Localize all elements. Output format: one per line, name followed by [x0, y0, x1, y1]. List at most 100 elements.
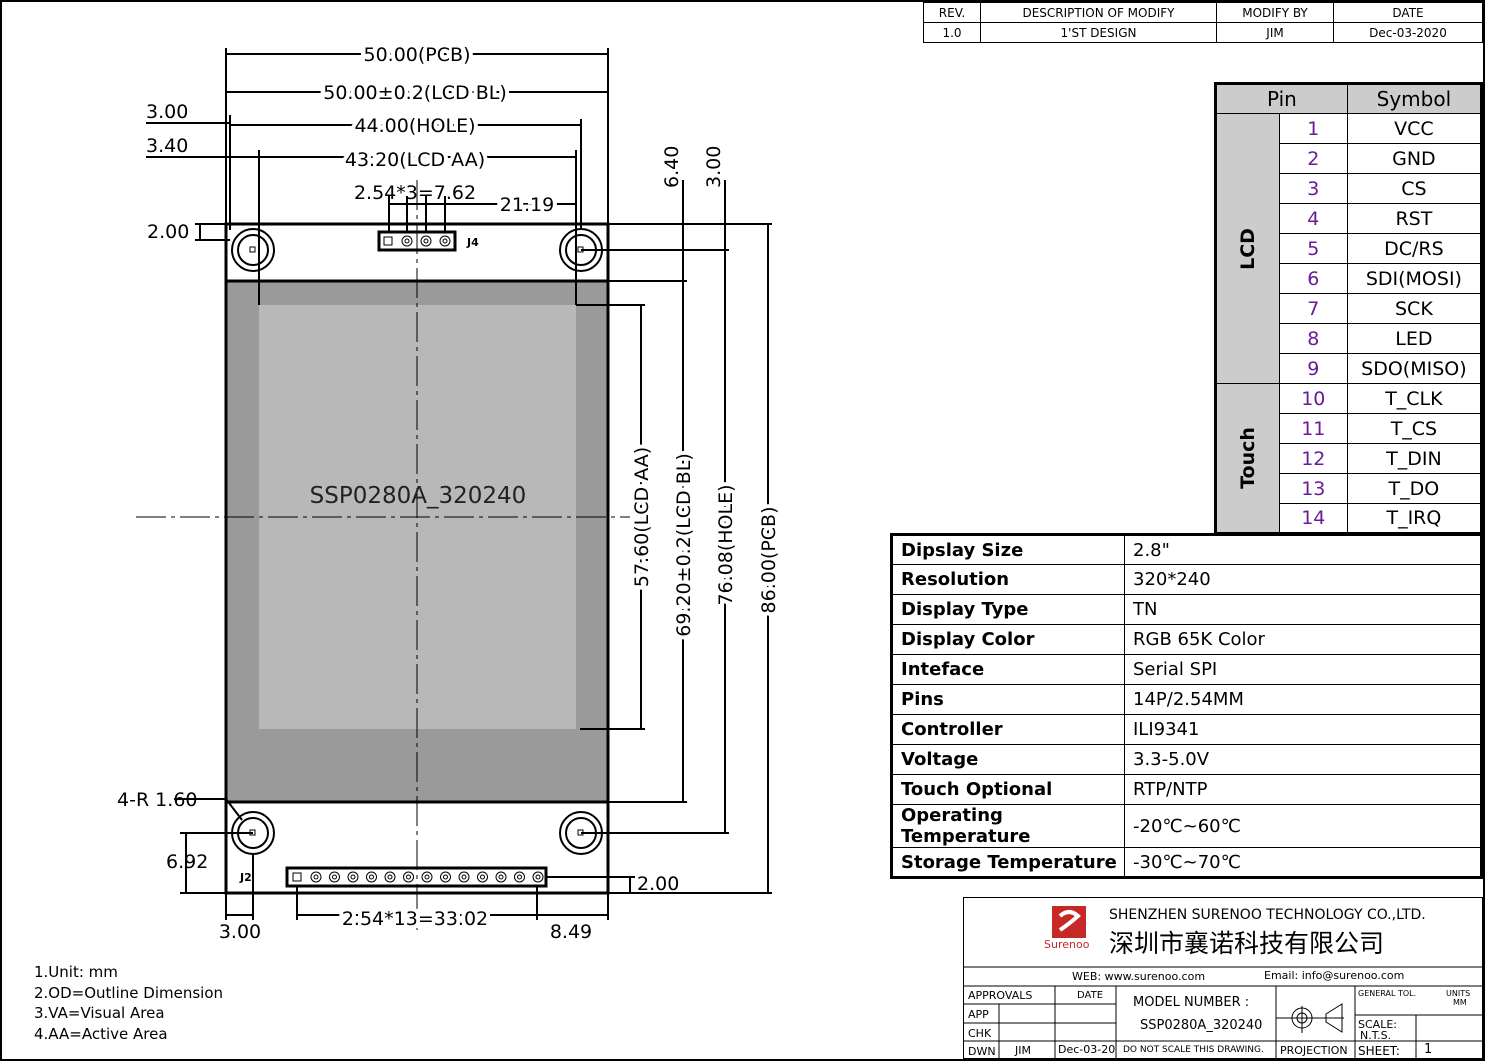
pin-number: 1 [1278, 113, 1348, 144]
email-link[interactable]: Email: info@surenoo.com [1264, 969, 1405, 982]
note: 2.OD=Outline Dimension [34, 983, 224, 1002]
rev-value: 1.0 [923, 22, 981, 43]
pin-number: 13 [1278, 473, 1348, 504]
j2-pin [532, 871, 544, 883]
units-label: UNITS [1446, 989, 1471, 998]
company-name-en: SHENZHEN SURENOO TECHNOLOGY CO.,LTD. [1109, 907, 1426, 923]
spec-label: Touch Optional [891, 774, 1125, 805]
no-scale-note: DO NOT SCALE THIS DRAWING. [1123, 1045, 1264, 1055]
spec-value: RTP/NTP [1124, 774, 1482, 805]
pin-number: 9 [1278, 353, 1348, 384]
dim-pcb-width: 50.00(PCB) [364, 44, 471, 66]
j2-pin [403, 871, 414, 883]
spec-value: RGB 65K Color [1124, 624, 1482, 655]
desc-value: 1'ST DESIGN [980, 22, 1217, 43]
j2-pin [369, 874, 374, 880]
date-header: DATE [1333, 2, 1483, 23]
pin-symbol: RST [1346, 203, 1483, 234]
dim-pcb-height: 86.00(PCB) [758, 507, 780, 614]
web-link[interactable]: WEB: www.surenoo.com [1072, 970, 1206, 983]
dim-hole-radius: 4-R 1.60 [117, 789, 198, 811]
desc-header: DESCRIPTION OF MODIFY [980, 2, 1217, 23]
j2-pin [347, 871, 359, 883]
j2-pin [440, 871, 451, 883]
j2-pin [480, 874, 485, 880]
pin-symbol: T_DIN [1346, 443, 1483, 474]
j2-pin [310, 871, 322, 883]
drawn-by: JIM [1015, 1044, 1031, 1057]
j2-pin [421, 871, 433, 883]
date-value: Dec-03-2020 [1333, 22, 1483, 43]
note: 1.Unit: mm [34, 963, 118, 981]
dwn-label: DWN [968, 1045, 996, 1058]
spec-label: Display Type [891, 594, 1125, 625]
dim-j2-pitch: 2.54*13=33.02 [342, 908, 488, 930]
j2-pin [461, 874, 467, 880]
projection-label: PROJECTION [1280, 1044, 1348, 1057]
spec-label: Inteface [891, 654, 1125, 685]
spec-row: Storage Temperature-30℃~70℃ [891, 847, 1482, 878]
spec-value: -30℃~70℃ [1124, 847, 1482, 878]
spec-label: Controller [891, 714, 1125, 745]
j2-pin [424, 874, 430, 880]
dim-left-3-40: 3.40 [146, 135, 188, 157]
symbol-header: Symbol [1346, 83, 1483, 114]
group-label: LCD [1236, 227, 1259, 270]
pin-symbol: T_DO [1346, 473, 1483, 504]
dim-8-49: 8.49 [550, 921, 592, 943]
j2-pin [384, 871, 396, 883]
spec-value: TN [1124, 594, 1482, 625]
j2-pin [406, 874, 411, 880]
dim-6-92: 6.92 [166, 851, 208, 873]
notes: 1.Unit: mm 2.OD=Outline Dimension 3.VA=V… [34, 962, 223, 1044]
note: 4.AA=Active Area [34, 1024, 168, 1043]
spec-value: 320*240 [1124, 564, 1482, 595]
j2-pin [313, 874, 319, 880]
pin-symbol: SDO(MISO) [1346, 353, 1483, 384]
date-label: DATE [1077, 990, 1104, 1001]
dim-bl-width: 50.00±0.2(LCD BL) [323, 82, 507, 104]
spec-label: Storage Temperature [891, 847, 1125, 878]
dim-bottom-3-00: 3.00 [219, 921, 261, 943]
spec-label: Pins [891, 684, 1125, 715]
units-value: MM [1453, 998, 1467, 1007]
spec-value: -20℃~60℃ [1124, 804, 1482, 848]
j2-pin [443, 874, 448, 880]
general-tol-label: GENERAL TOL. [1358, 989, 1417, 998]
dim-3-00-vertical: 3.00 [703, 146, 725, 188]
pin-symbol: T_CLK [1346, 383, 1483, 414]
pin-number: 2 [1278, 143, 1348, 174]
spec-value: ILI9341 [1124, 714, 1482, 745]
j2-pin [387, 874, 393, 880]
spec-label: Dipslay Size [891, 534, 1125, 565]
drawn-date: Dec-03-20 [1058, 1043, 1116, 1056]
dim-aa-width: 43.20(LCD AA) [345, 149, 485, 171]
dim-left-3-00: 3.00 [146, 101, 188, 123]
spec-row: Operating Temperature-20℃~60℃ [891, 804, 1482, 848]
pin-number: 11 [1278, 413, 1348, 444]
dimension-lines [146, 48, 772, 920]
j2-pin [350, 874, 356, 880]
pin-symbol: CS [1346, 173, 1483, 204]
pin-number: 4 [1278, 203, 1348, 234]
group-touch: Touch [1215, 383, 1280, 534]
app-label: APP [968, 1008, 989, 1021]
